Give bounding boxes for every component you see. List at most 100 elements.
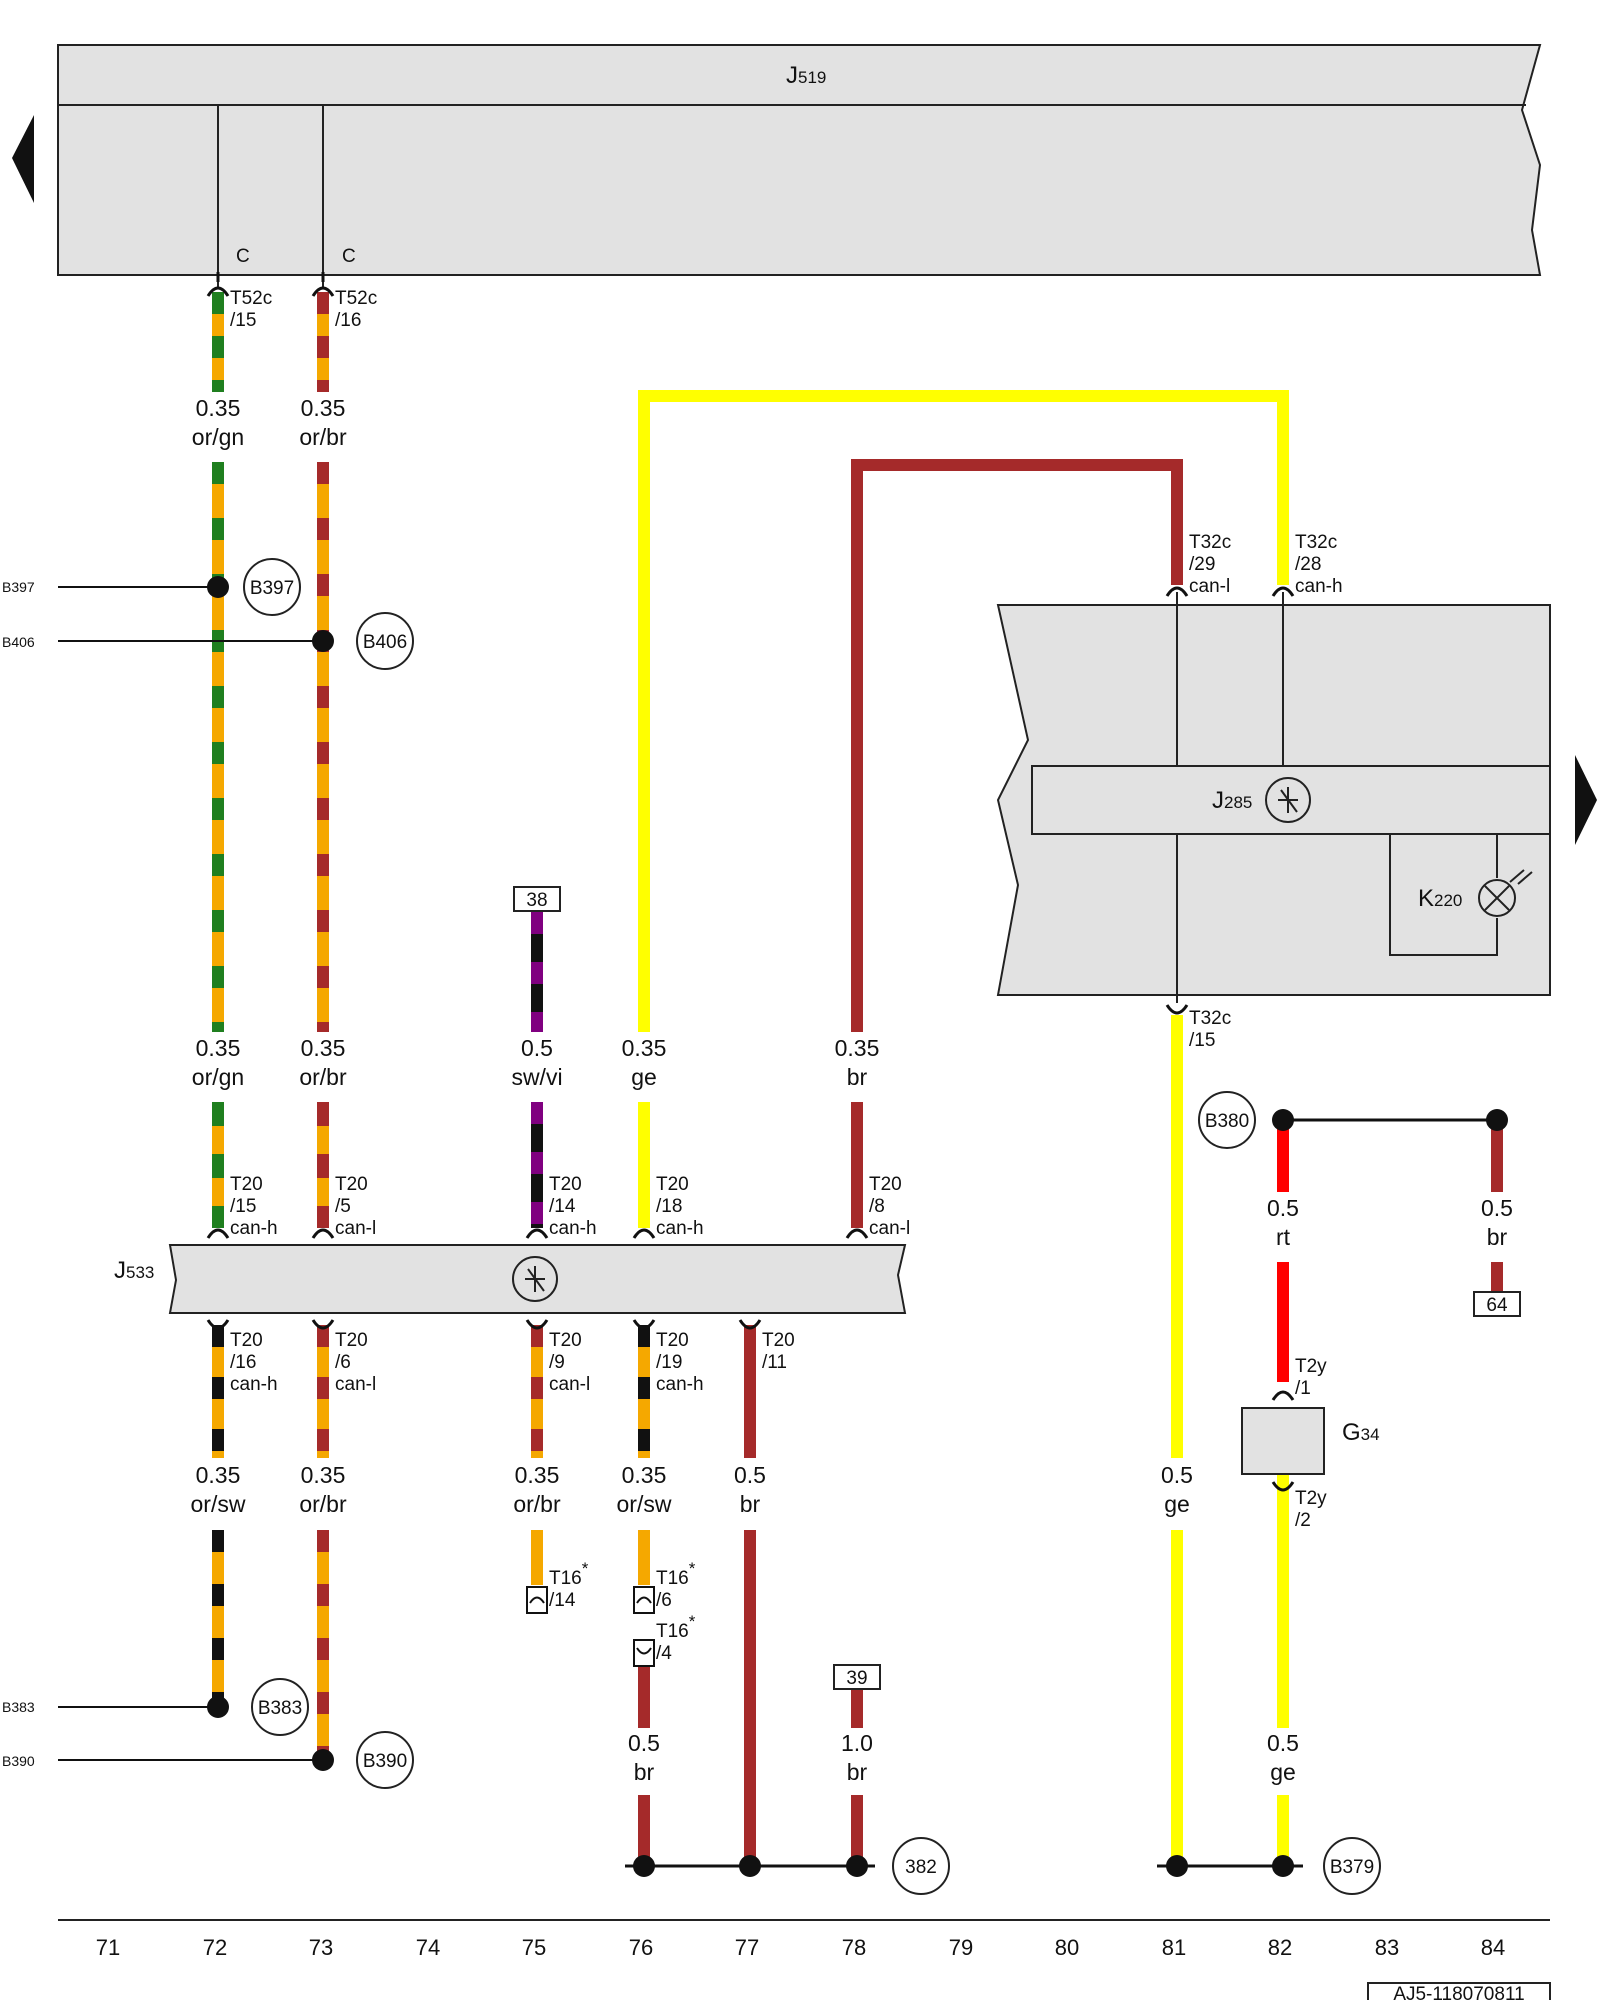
inline-connectors <box>526 1586 655 1667</box>
j285-label: J285 <box>1212 787 1252 814</box>
socket-icon-t2y-1 <box>1271 1390 1295 1401</box>
ref-box-64-label: 64 <box>1486 1295 1508 1316</box>
column-number: 82 <box>1268 1935 1292 1960</box>
junction-dot-77 <box>739 1855 761 1877</box>
socket-icon-t20-14 <box>525 1228 549 1239</box>
pin-label-t16-6: T16*/6 <box>656 1559 696 1611</box>
column-number: 80 <box>1055 1935 1079 1960</box>
socket-icon-t52c-16 <box>311 272 335 297</box>
figure-code-box <box>1367 1982 1551 2000</box>
side-label-b390: B390 <box>2 1753 35 1769</box>
junction-dot-b383 <box>207 1696 229 1718</box>
j519-module-body <box>57 44 1542 276</box>
pin-label-t52c-15: T52c/15 <box>230 288 272 331</box>
connector-symbols <box>206 272 1295 1492</box>
ref-circle-b379[interactable] <box>1323 1837 1381 1895</box>
column-number: 73 <box>309 1935 333 1960</box>
ref-box-39[interactable] <box>833 1664 881 1690</box>
pin-icon-t16-4 <box>636 1647 652 1655</box>
k220-lamp-circuit <box>1389 834 1498 956</box>
left-arrow-icon[interactable] <box>12 115 34 203</box>
wire-76-yellow-route <box>638 390 1289 1032</box>
gateway-icon-arrow <box>525 1268 545 1292</box>
side-label-b383: B383 <box>2 1699 35 1715</box>
c-mark-73: C <box>342 246 356 267</box>
circled-refs: B397 B406 B383 B390 B380 B379 382 <box>243 558 1381 1895</box>
column-number: 81 <box>1162 1935 1186 1960</box>
column-number: 78 <box>842 1935 866 1960</box>
ref-box-38[interactable] <box>513 886 561 912</box>
socket-icon-t32c-29 <box>1165 586 1189 597</box>
column-numbers: 71 72 73 74 75 76 77 78 79 80 81 82 83 8… <box>96 1935 1505 1960</box>
inline-connector-t16-14 <box>526 1586 548 1614</box>
junction-dot-76 <box>633 1855 655 1877</box>
warning-lamp-icon <box>1478 879 1516 917</box>
ref-circle-b406[interactable] <box>356 612 414 670</box>
ref-circle-b380[interactable] <box>1198 1091 1256 1149</box>
column-number: 71 <box>96 1935 120 1960</box>
junction-dot-82 <box>1272 1855 1294 1877</box>
ref-circle-b383-label: B383 <box>258 1698 302 1719</box>
ref-circle-382[interactable] <box>892 1837 950 1895</box>
light-rays-icon <box>1509 869 1533 885</box>
ref-box-39-label: 39 <box>846 1668 867 1689</box>
pin-label-t2y-2: T2y/2 <box>1295 1488 1327 1531</box>
ref-circle-b380-label: B380 <box>1205 1111 1249 1132</box>
socket-icon-t2y-2 <box>1271 1481 1295 1492</box>
bus-transceiver-icon <box>1265 777 1311 823</box>
ref-circle-b397[interactable] <box>243 558 301 616</box>
junction-dot-b390 <box>312 1749 334 1771</box>
side-label-b397: B397 <box>2 579 35 595</box>
bus-transceiver-icon-arrow <box>1278 789 1298 813</box>
pin-label-t20-11: T20/11 <box>762 1330 795 1373</box>
warning-lamp-icon-cross <box>1484 885 1510 911</box>
socket-icon-t32c-28 <box>1271 586 1295 597</box>
pin-icon-t16-14 <box>529 1596 545 1604</box>
socket-icon-t20-6 <box>311 1319 335 1330</box>
ref-box-38-label: 38 <box>526 890 547 911</box>
side-label-b406: B406 <box>2 634 35 650</box>
junction-dot-b380-84 <box>1486 1109 1508 1131</box>
socket-icon-t20-18 <box>632 1228 656 1239</box>
ref-circle-382-label: 382 <box>905 1857 937 1878</box>
column-number: 76 <box>629 1935 653 1960</box>
gateway-icon <box>512 1256 558 1302</box>
pin-label-t2y-1: T2y/1 <box>1295 1356 1327 1399</box>
g34-sender[interactable] <box>1241 1407 1325 1475</box>
column-number: 84 <box>1481 1935 1505 1960</box>
j533-label: J533 <box>114 1257 154 1284</box>
pin-label-t52c-16: T52c/16 <box>335 288 377 331</box>
ref-box-64[interactable] <box>1473 1291 1521 1317</box>
ref-circle-b383[interactable] <box>251 1678 309 1736</box>
right-arrow-icon[interactable] <box>1575 755 1597 845</box>
ref-circle-b390[interactable] <box>356 1731 414 1789</box>
column-number: 79 <box>949 1935 973 1960</box>
column-number: 74 <box>416 1935 440 1960</box>
pin-icon-t16-6 <box>636 1596 652 1604</box>
